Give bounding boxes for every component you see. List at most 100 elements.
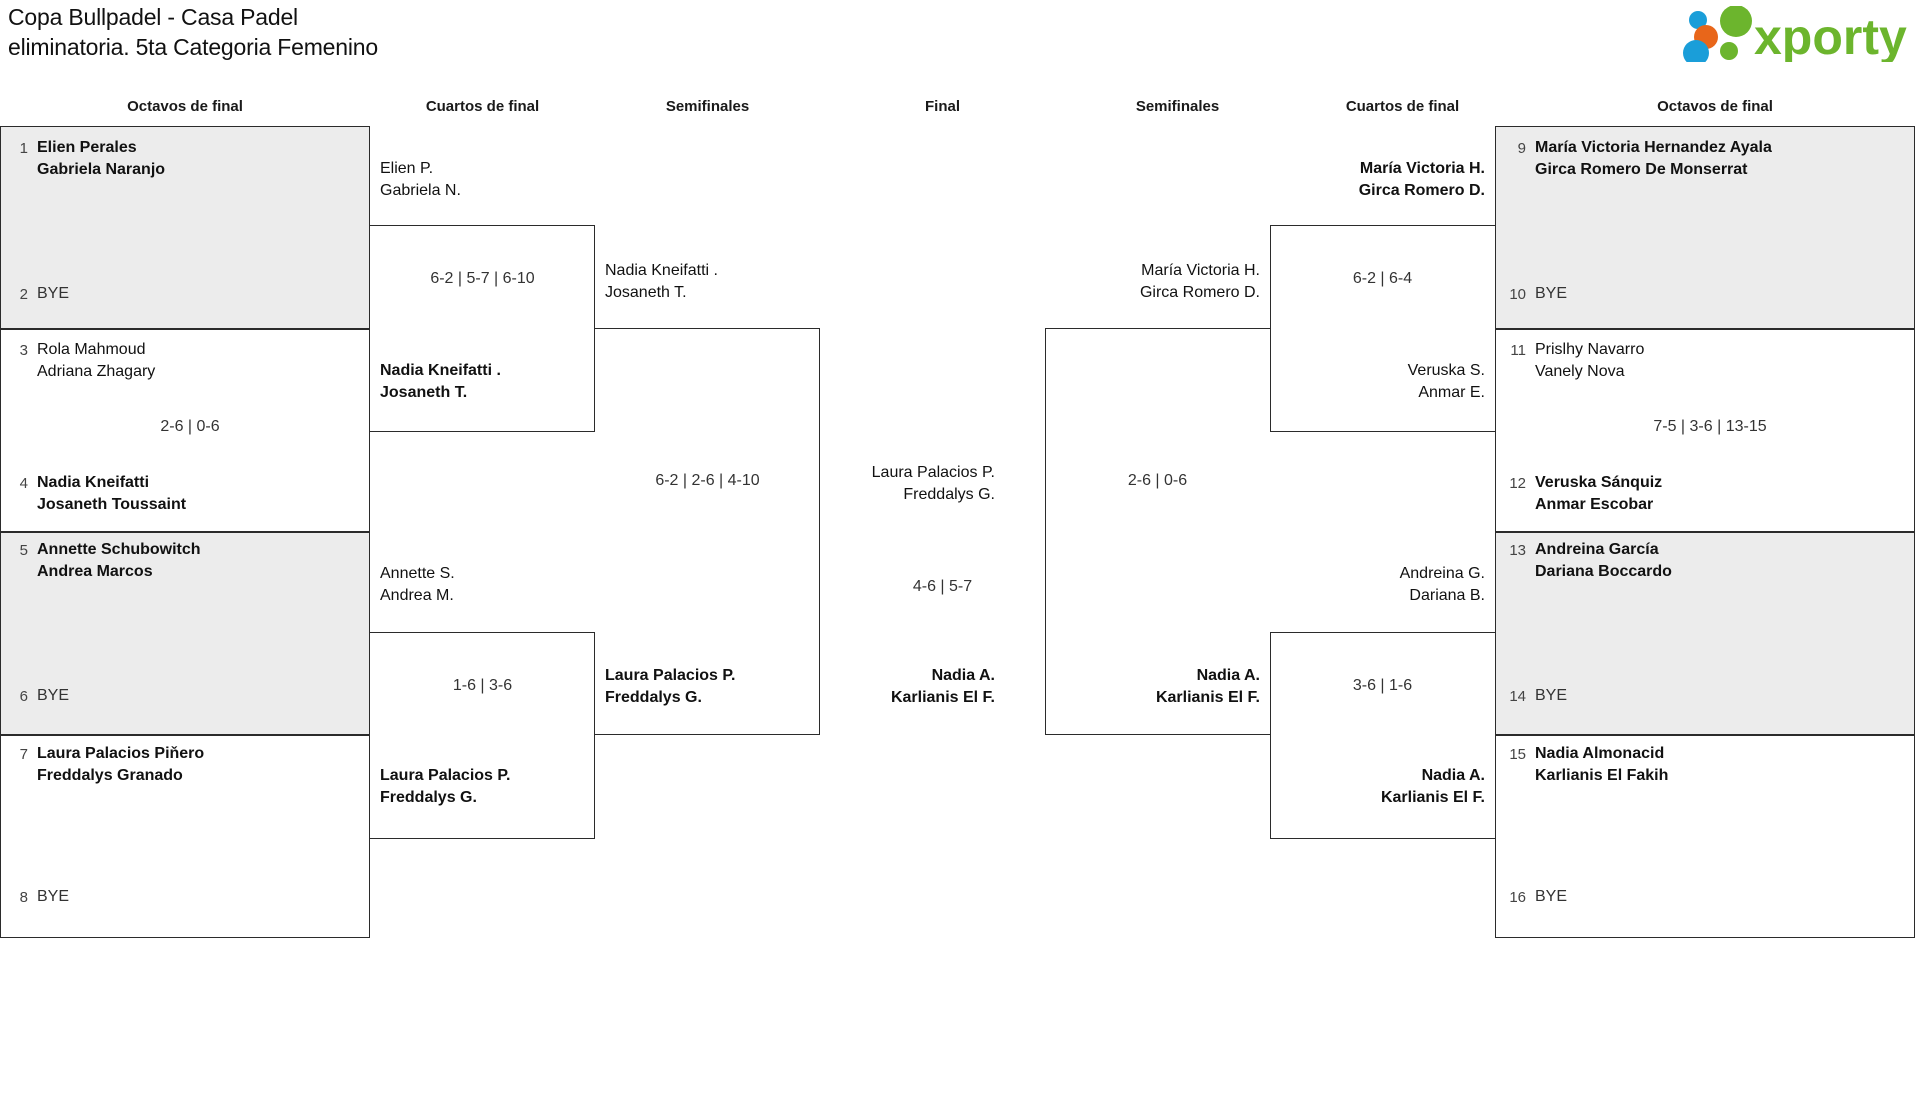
advancer-cuartos-r2: Veruska S. Anmar E. — [1407, 362, 1485, 401]
seed-number: 1 — [19, 140, 28, 157]
advancer-cuartos-r1: María Victoria H. Girca Romero D. — [1358, 160, 1485, 199]
seed-entry-16[interactable]: 16 BYE — [1500, 886, 1567, 908]
seed-entry-9[interactable]: 9 María Victoria Hernandez Ayala Girca R… — [1500, 137, 1772, 181]
player-names: BYE — [37, 888, 70, 905]
finalist-left: Laura Palacios P. Freddalys G. — [871, 464, 995, 503]
advancer-cuartos-l3: Annette S. Andrea M. — [380, 565, 455, 604]
advancer-cuartos-l1: Elien P. Gabriela N. — [380, 160, 461, 199]
seed-number: 7 — [19, 746, 28, 763]
match-box-octavos-l3[interactable] — [0, 532, 370, 735]
connector-cuartos-l-top — [370, 225, 595, 432]
player-names: BYE — [1535, 687, 1568, 704]
advancer-semis-l2: Laura Palacios P. Freddalys G. — [605, 667, 736, 706]
advancer-semis-r2: Nadia A. Karlianis El F. — [1155, 667, 1260, 706]
logo-dot-blue-large — [1683, 40, 1709, 66]
connector-semis-r — [1045, 328, 1270, 735]
player-names: Nadia Almonacid Karlianis El Fakih — [1535, 745, 1669, 784]
score-octavos-l2: 2-6 | 0-6 — [160, 418, 220, 435]
logo-wordmark: xporty — [1754, 9, 1907, 62]
player-names: Veruska Sánquiz Anmar Escobar — [1535, 474, 1663, 513]
xporty-logo: xporty — [1682, 5, 1912, 66]
seed-entry-14[interactable]: 14 BYE — [1500, 685, 1567, 707]
seed-number: 3 — [19, 342, 28, 359]
seed-entry-13[interactable]: 13 Andreina García Dariana Boccardo — [1500, 539, 1672, 583]
connector-cuartos-l-bottom — [370, 632, 595, 839]
seed-number: 2 — [19, 286, 28, 303]
seed-entry-4[interactable]: 4 Nadia Kneifatti Josaneth Toussaint — [2, 472, 186, 516]
seed-entry-7[interactable]: 7 Laura Palacios Piňero Freddalys Granad… — [2, 743, 205, 787]
score-cuartos-l-bottom: 1-6 | 3-6 — [452, 677, 513, 694]
seed-entry-2[interactable]: 2 BYE — [2, 283, 69, 305]
player-names: Prislhy Navarro Vanely Nova — [1535, 341, 1645, 380]
score-final: 4-6 | 5-7 — [912, 578, 973, 595]
advancer-cuartos-r3: Andreina G. Dariana B. — [1399, 565, 1485, 604]
player-names: María Victoria Hernandez Ayala Girca Rom… — [1535, 139, 1772, 178]
seed-entry-11[interactable]: 11 Prislhy Navarro Vanely Nova — [1500, 339, 1644, 383]
connector-semis-l — [595, 328, 820, 735]
score-semis-r: 2-6 | 0-6 — [1127, 472, 1188, 489]
player-names: Nadia Kneifatti Josaneth Toussaint — [37, 474, 187, 513]
seed-entry-8[interactable]: 8 BYE — [2, 886, 69, 908]
advancer-cuartos-r4: Nadia A. Karlianis El F. — [1380, 767, 1485, 806]
advancer-cuartos-l4: Laura Palacios P. Freddalys G. — [380, 767, 511, 806]
seed-number: 5 — [19, 542, 28, 559]
seed-number: 11 — [1510, 342, 1526, 359]
seed-entry-1[interactable]: 1 Elien Perales Gabriela Naranjo — [2, 137, 165, 181]
advancer-cuartos-l2: Nadia Kneifatti . Josaneth T. — [380, 362, 501, 401]
seed-number: 12 — [1509, 475, 1526, 492]
round-header-cuartos-left: Cuartos de final — [425, 98, 540, 115]
connector-cuartos-r-top — [1270, 225, 1495, 432]
seed-entry-5[interactable]: 5 Annette Schubowitch Andrea Marcos — [2, 539, 201, 583]
round-header-octavos-left: Octavos de final — [127, 98, 243, 115]
player-names: Rola Mahmoud Adriana Zhagary — [37, 341, 156, 380]
player-names: BYE — [1535, 888, 1568, 905]
player-names: BYE — [1535, 285, 1568, 302]
match-box-octavos-r1[interactable] — [1495, 126, 1915, 329]
seed-entry-3[interactable]: 3 Rola Mahmoud Adriana Zhagary — [2, 339, 156, 383]
score-octavos-r2: 7-5 | 3-6 | 13-15 — [1653, 418, 1767, 435]
seed-entry-12[interactable]: 12 Veruska Sánquiz Anmar Escobar — [1500, 472, 1662, 516]
seed-number: 15 — [1509, 746, 1526, 763]
player-names: Elien Perales Gabriela Naranjo — [37, 139, 166, 178]
round-header-final: Final — [924, 98, 960, 115]
round-header-semis-right: Semifinales — [1135, 98, 1220, 115]
score-semis-l: 6-2 | 2-6 | 4-10 — [655, 472, 760, 489]
score-cuartos-r-top: 6-2 | 6-4 — [1352, 270, 1413, 287]
score-cuartos-r-bottom: 3-6 | 1-6 — [1352, 677, 1413, 694]
logo-dot-green-small — [1720, 42, 1738, 60]
seed-entry-6[interactable]: 6 BYE — [2, 685, 69, 707]
logo-dot-blue-small — [1689, 11, 1707, 29]
player-names: BYE — [37, 687, 70, 704]
finalist-right-champion: Nadia A. Karlianis El F. — [890, 667, 995, 706]
seed-number: 6 — [19, 688, 28, 705]
round-header-semis-left: Semifinales — [665, 98, 750, 115]
seed-number: 14 — [1509, 688, 1526, 705]
seed-number: 13 — [1509, 542, 1526, 559]
match-box-octavos-r4[interactable] — [1495, 735, 1915, 938]
score-cuartos-l-top: 6-2 | 5-7 | 6-10 — [430, 270, 535, 287]
seed-number: 10 — [1509, 286, 1526, 303]
advancer-semis-r1: María Victoria H. Girca Romero D. — [1139, 262, 1260, 301]
seed-entry-10[interactable]: 10 BYE — [1500, 283, 1567, 305]
match-box-octavos-r3[interactable] — [1495, 532, 1915, 735]
advancer-semis-l1: Nadia Kneifatti . Josaneth T. — [605, 262, 718, 301]
seed-number: 8 — [19, 889, 28, 906]
round-header-octavos-right: Octavos de final — [1657, 98, 1773, 115]
seed-number: 16 — [1509, 889, 1526, 906]
page-title: Copa Bullpadel - Casa Padel eliminatoria… — [8, 4, 378, 60]
round-header-cuartos-right: Cuartos de final — [1345, 98, 1460, 115]
logo-dot-green-large — [1720, 5, 1752, 37]
player-names: Andreina García Dariana Boccardo — [1535, 541, 1672, 580]
match-box-octavos-l4[interactable] — [0, 735, 370, 938]
seed-number: 4 — [19, 475, 28, 492]
match-box-octavos-r2[interactable] — [1495, 329, 1915, 532]
xporty-logo-svg: xporty — [1683, 5, 1907, 66]
connector-cuartos-r-bottom — [1270, 632, 1495, 839]
match-box-octavos-l2[interactable] — [0, 329, 370, 532]
match-box-octavos-l1[interactable] — [0, 126, 370, 329]
seed-number: 9 — [1517, 140, 1526, 157]
seed-entry-15[interactable]: 15 Nadia Almonacid Karlianis El Fakih — [1500, 743, 1668, 787]
player-names: BYE — [37, 285, 70, 302]
player-names: Annette Schubowitch Andrea Marcos — [37, 541, 201, 580]
player-names: Laura Palacios Piňero Freddalys Granado — [37, 745, 205, 784]
